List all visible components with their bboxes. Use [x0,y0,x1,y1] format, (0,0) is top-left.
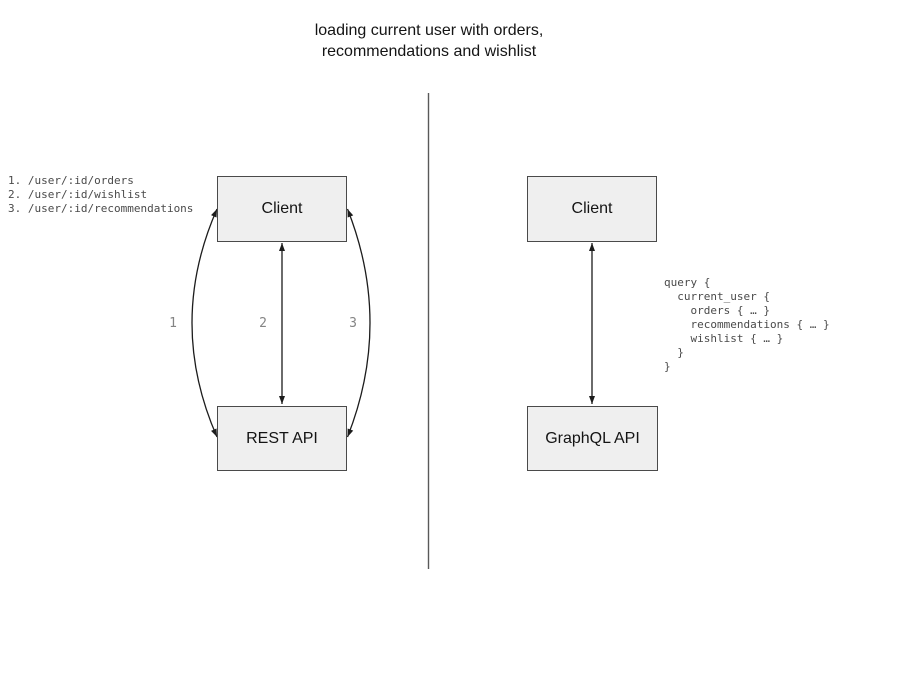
rest-client-box: Client [217,176,347,242]
rest-endpoint-list: 1. /user/:id/orders 2. /user/:id/wishlis… [8,174,193,216]
rest-edge-1-orders [191,208,218,438]
title-line-2: recommendations and wishlist [321,43,537,60]
graphql-query-snippet: query { current_user { orders { … } reco… [664,276,830,373]
endpoint-item-wishlist: 2. /user/:id/wishlist [8,188,148,201]
title-line-1: loading current user with orders, [314,22,544,39]
graphql-client-box-label: Client [571,200,613,217]
graphql-client-box: Client [527,176,657,242]
graphql-api-box-label: GraphQL API [545,429,640,447]
graphql-api-box: GraphQL API [527,406,658,471]
edge-label-3: 3 [349,316,357,331]
endpoint-item-orders: 1. /user/:id/orders [8,174,134,187]
edge-label-1: 1 [169,316,177,331]
diagram-title: loading current user with orders, recomm… [229,20,629,62]
rest-client-box-label: Client [261,200,303,217]
edge-label-2: 2 [259,316,267,331]
rest-api-box: REST API [217,406,347,471]
rest-api-box-label: REST API [246,429,318,447]
endpoint-item-recommendations: 3. /user/:id/recommendations [8,202,194,215]
